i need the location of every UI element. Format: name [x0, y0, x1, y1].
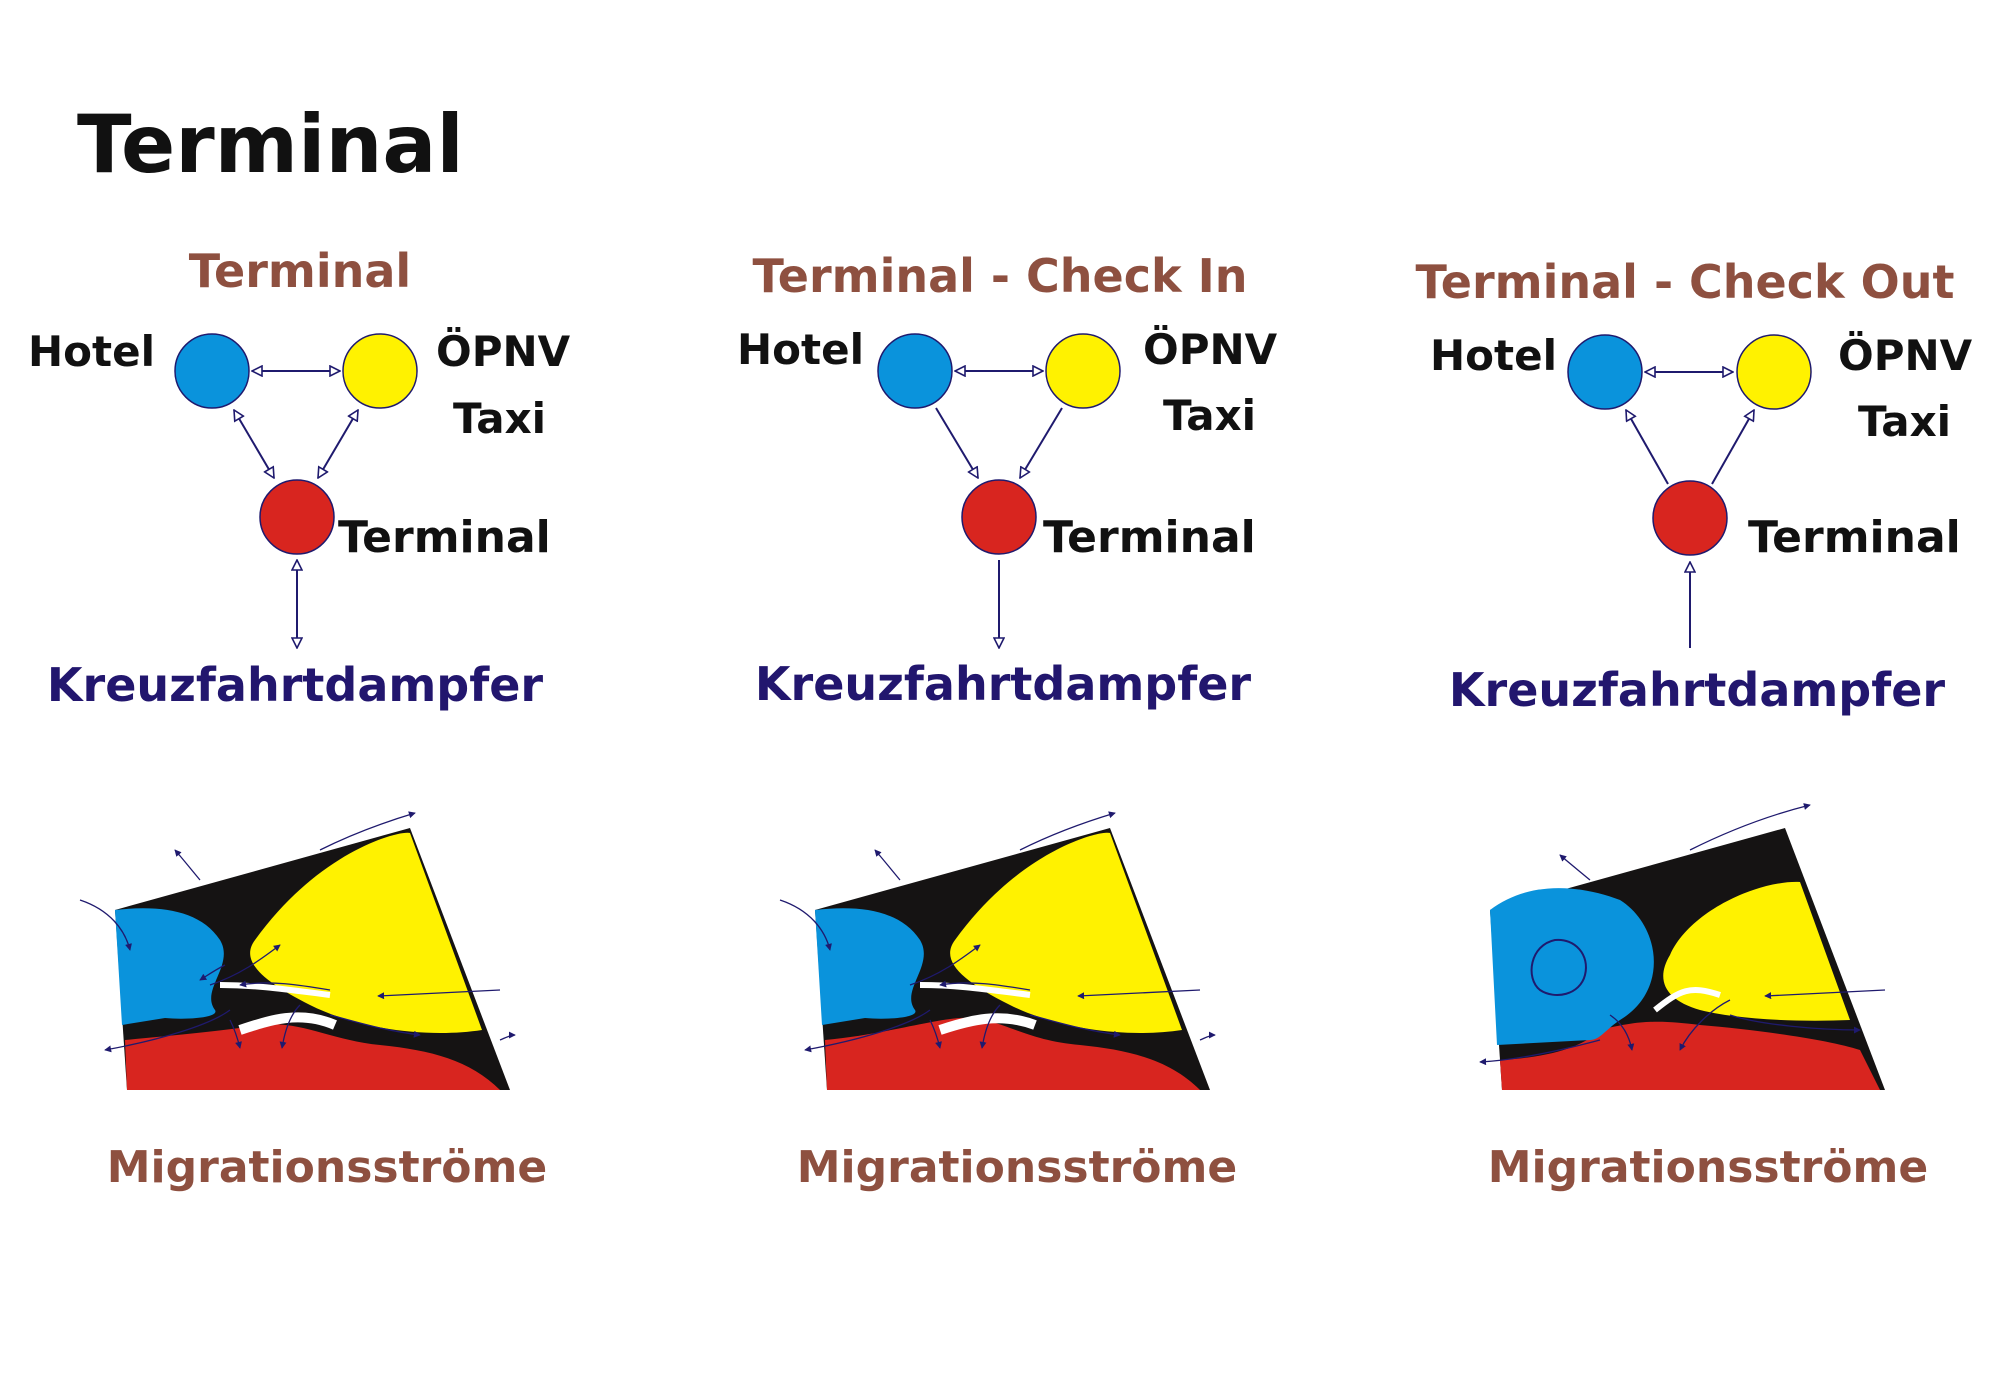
hotel-node — [877, 333, 953, 409]
page-title: Terminal — [77, 98, 464, 191]
hotel-loop — [1530, 938, 1587, 996]
label-terminal: Terminal — [1043, 512, 1256, 563]
oepnv-zone — [950, 832, 1182, 1033]
hotel-zone — [115, 908, 224, 1025]
label-taxi: Taxi — [453, 394, 546, 443]
label-oepnv: ÖPNV — [436, 326, 571, 376]
label-hotel: Hotel — [28, 327, 155, 376]
panel-3-caption: Migrationsströme — [1488, 1142, 1928, 1193]
panel-2-flow-map — [779, 811, 1216, 1090]
label-oepnv: ÖPNV — [1143, 324, 1278, 374]
arrow-hotel-terminal — [935, 407, 978, 478]
hotel-node — [174, 333, 250, 409]
label-oepnv: ÖPNV — [1838, 330, 1973, 380]
panel-3-network: Terminal - Check Out Hotel ÖPNV Taxi Ter… — [1416, 255, 1973, 717]
label-terminal: Terminal — [1748, 512, 1961, 563]
arrow-terminal-oepnv — [1711, 410, 1754, 485]
oepnv-node — [1736, 334, 1812, 410]
arrow-hotel-terminal — [234, 410, 274, 478]
arrow-oepnv-terminal — [318, 410, 358, 478]
arrow-terminal-hotel — [1626, 410, 1669, 485]
oepnv-zone — [250, 832, 482, 1033]
panel-2-network: Terminal - Check In Hotel ÖPNV Taxi Term… — [737, 249, 1278, 711]
hotel-zone — [1490, 888, 1654, 1045]
panel-1-flow-map — [79, 811, 516, 1090]
terminal-node — [259, 479, 335, 555]
terminal-node — [961, 479, 1037, 555]
arrow-oepnv-terminal — [1020, 407, 1063, 478]
hotel-zone — [815, 908, 924, 1025]
label-ship: Kreuzfahrtdampfer — [47, 658, 544, 712]
label-taxi: Taxi — [1858, 397, 1951, 446]
terminal-node — [1652, 480, 1728, 556]
panel-1-caption: Migrationsströme — [107, 1142, 547, 1193]
oepnv-zone — [1663, 881, 1850, 1021]
panel-1-heading: Terminal — [189, 244, 411, 298]
panel-2-caption: Migrationsströme — [797, 1142, 1237, 1193]
terminal-zone — [125, 1024, 500, 1090]
label-ship: Kreuzfahrtdampfer — [755, 657, 1252, 711]
label-ship: Kreuzfahrtdampfer — [1449, 663, 1946, 717]
hotel-node — [1567, 334, 1643, 410]
panel-2-heading: Terminal - Check In — [753, 249, 1248, 303]
panel-3-heading: Terminal - Check Out — [1416, 255, 1955, 309]
terminal-zone — [825, 1017, 1200, 1090]
label-taxi: Taxi — [1163, 391, 1256, 440]
panel-3-flow-map — [1479, 803, 1886, 1090]
oepnv-node — [1045, 333, 1121, 409]
label-hotel: Hotel — [1430, 331, 1557, 380]
oepnv-node — [342, 333, 418, 409]
label-terminal: Terminal — [338, 512, 551, 563]
label-hotel: Hotel — [737, 325, 864, 374]
panel-1-network: Terminal Hotel ÖPNV Taxi Terminal Kreuzf… — [28, 244, 571, 712]
